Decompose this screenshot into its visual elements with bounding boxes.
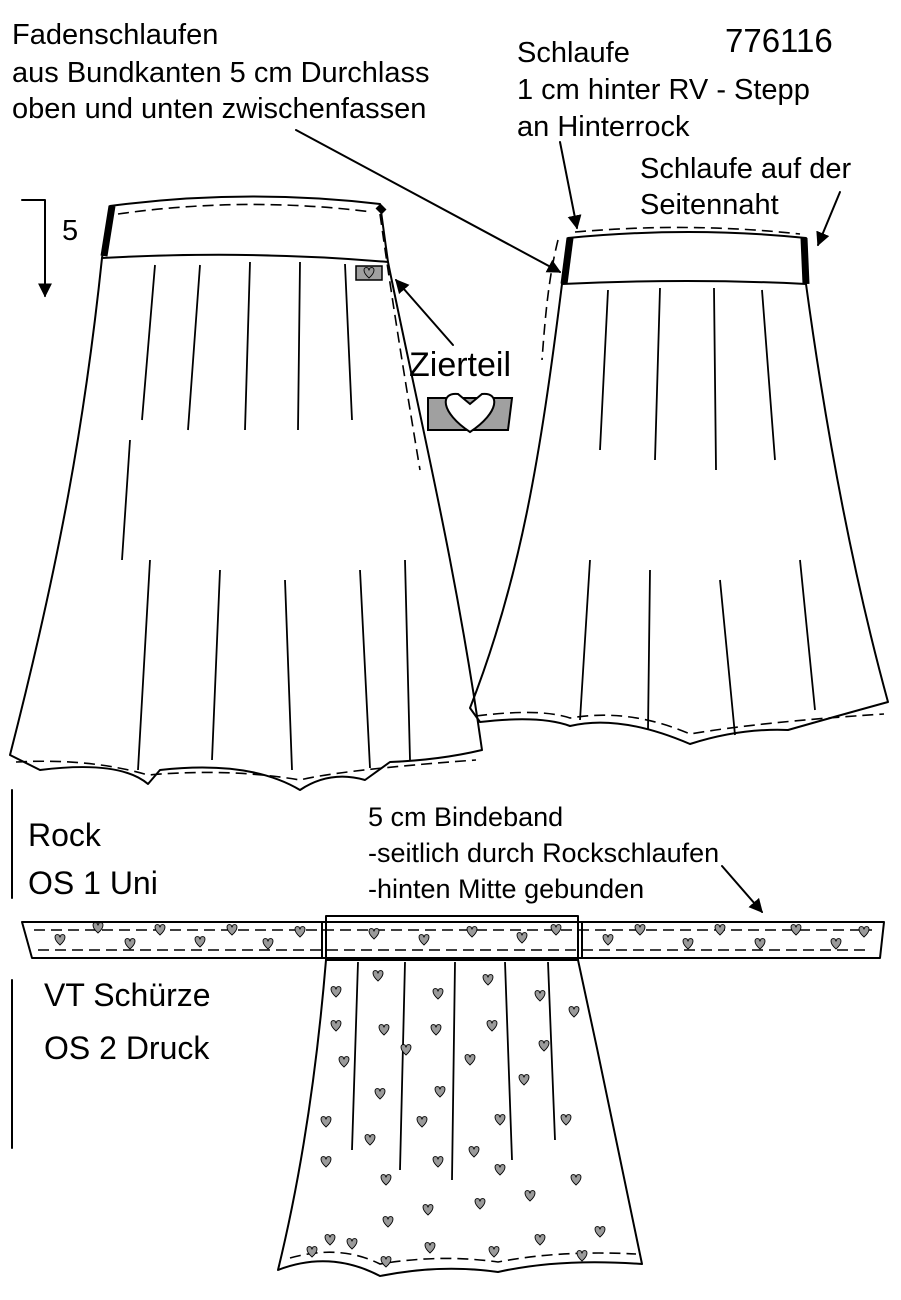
waistband-depth-arrow (21, 199, 52, 298)
ornament-mini (355, 265, 383, 281)
tie-band-arrow (721, 865, 763, 914)
label-loop-back: Schlaufe 1 cm hinter RV - Stepp an Hinte… (517, 37, 810, 143)
label-thread-loops-line3: oben und unten zwischenfassen (12, 93, 426, 125)
label-thread-loops-line2: aus Bundkanten 5 cm Durchlass (12, 57, 430, 89)
arrow-pointer-icon (21, 129, 841, 914)
apron (21, 915, 885, 1277)
label-loop-side-line1: Schlaufe auf der (640, 153, 852, 185)
model-number: 776116 (725, 22, 833, 59)
label-apron-line2: OS 2 Druck (44, 1030, 210, 1066)
front-waistband (101, 195, 389, 263)
side-thread-loop (800, 237, 810, 285)
label-tie-band-line2: -seitlich durch Rockschlaufen (368, 838, 719, 868)
heart-icon (444, 392, 496, 434)
ornament-detail (427, 392, 514, 434)
back-thread-loop (560, 237, 574, 285)
label-apron-line1: VT Schürze (44, 977, 211, 1013)
label-skirt-line2: OS 1 Uni (28, 865, 158, 901)
back-loop-arrow (559, 141, 582, 230)
label-tie-band-line1: 5 cm Bindeband (368, 802, 563, 832)
back-skirt-body (469, 283, 889, 745)
label-thread-loops: Fadenschlaufen aus Bundkanten 5 cm Durch… (12, 19, 430, 125)
back-waistband (561, 231, 807, 285)
label-apron: VT Schürze OS 2 Druck (44, 977, 211, 1066)
label-loop-back-line3: an Hinterrock (517, 111, 690, 143)
label-tie-band: 5 cm Bindeband -seitlich durch Rockschla… (368, 802, 719, 904)
label-thread-loops-line1: Fadenschlaufen (12, 19, 218, 51)
label-waistband-width: 5 (62, 215, 78, 247)
label-loop-side-line2: Seitennaht (640, 189, 779, 221)
ornament-arrow (395, 278, 454, 346)
front-skirt-body (9, 257, 483, 791)
label-skirt: Rock OS 1 Uni (28, 817, 158, 901)
label-skirt-line1: Rock (28, 817, 102, 853)
front-thread-loop (100, 205, 116, 257)
apron-body (277, 959, 643, 1277)
tie-band (21, 921, 885, 959)
print-motif (54, 922, 870, 1268)
front-skirt (9, 195, 483, 791)
side-loop-arrow (816, 191, 841, 247)
label-loop-back-line1: Schlaufe (517, 37, 630, 69)
thread-loop-arrow (295, 129, 562, 273)
back-skirt (469, 226, 889, 745)
label-tie-band-line3: -hinten Mitte gebunden (368, 874, 644, 904)
label-loop-side: Schlaufe auf der Seitennaht (640, 153, 852, 221)
label-loop-back-line2: 1 cm hinter RV - Stepp (517, 74, 810, 106)
label-ornament: Zierteil (409, 346, 511, 384)
